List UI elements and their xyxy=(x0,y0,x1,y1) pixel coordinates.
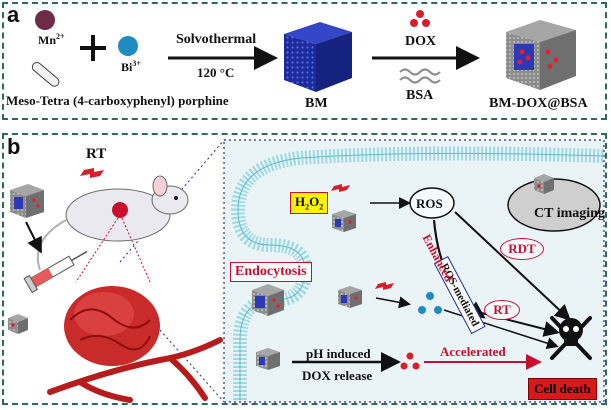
porphine-tube-icon xyxy=(31,61,60,87)
nanoparticle-ph-icon xyxy=(256,348,280,370)
panel-b xyxy=(2,133,607,405)
panel-b-letter: b xyxy=(7,134,21,159)
mn-ion-label: Mn2+ xyxy=(38,32,65,47)
rt-oval: RT xyxy=(484,300,520,320)
release-arrow-1 xyxy=(375,296,411,309)
ros-circle xyxy=(409,187,455,219)
syringe-icon xyxy=(23,250,88,294)
bi-ion-label: Bi3+ xyxy=(121,59,141,74)
tumor-line-left xyxy=(75,217,119,283)
nanoparticle-endocytosis-icon xyxy=(252,284,284,316)
mn-ion-sphere xyxy=(35,10,55,30)
ct-nanoparticle-icon xyxy=(534,174,554,194)
dox-label: DOX xyxy=(405,34,437,49)
bm-dox-bsa-label: BM-DOX@BSA xyxy=(489,96,588,111)
solvothermal-label: Solvothermal xyxy=(176,32,257,47)
bm-dox-bsa-cube-icon xyxy=(506,20,576,90)
bsa-label: BSA xyxy=(406,88,434,103)
nanoparticle-small-icon xyxy=(8,314,28,334)
ros-to-death-arrow xyxy=(454,211,571,321)
endocytosis-label: Endocytosis xyxy=(230,262,312,282)
accelerated-label: Accelerated xyxy=(440,344,506,359)
rdt-oval: RDT xyxy=(500,238,544,260)
skull-crossbones-icon xyxy=(550,316,592,360)
ions-icon xyxy=(418,292,442,314)
bi-ion-sphere xyxy=(118,36,138,56)
zoom-connector-bottom xyxy=(159,329,225,403)
bm-label: BM xyxy=(305,96,328,111)
panel-a xyxy=(2,2,607,120)
ph-induced-label: pH induced xyxy=(306,346,371,361)
porphine-label: Meso-Tetra (4-carboxyphenyl) porphine xyxy=(6,93,229,108)
dox-molecule-icon xyxy=(410,10,430,27)
injection-arrow xyxy=(25,221,42,254)
nanoparticle-release-icon xyxy=(338,286,362,308)
h2o2-box: H2O2 xyxy=(290,192,329,214)
radiation-icon-release xyxy=(375,282,394,290)
radiation-icon-rt xyxy=(80,168,104,178)
dox-release-label: DOX release xyxy=(302,368,373,383)
ct-imaging-label: CT imaging xyxy=(534,206,605,221)
cell-death-label: Cell death xyxy=(528,378,597,400)
bm-cube-icon xyxy=(284,22,352,92)
nanoparticle-injection-icon xyxy=(10,184,44,218)
tumor-icon xyxy=(64,286,160,366)
rt-label: RT xyxy=(86,146,107,162)
mouse-icon xyxy=(36,175,189,271)
nanoparticle-h2o2-icon xyxy=(332,210,356,232)
blood-vessel-icon xyxy=(47,337,223,403)
dox-release-icon xyxy=(400,352,420,370)
plus-icon xyxy=(80,35,106,61)
bsa-protein-icon xyxy=(399,68,441,84)
radiation-icon-h2o2 xyxy=(331,184,350,192)
panel-a-letter: a xyxy=(7,2,20,27)
temperature-label: 120 °C xyxy=(197,65,235,80)
ros-label: ROS xyxy=(416,196,443,211)
